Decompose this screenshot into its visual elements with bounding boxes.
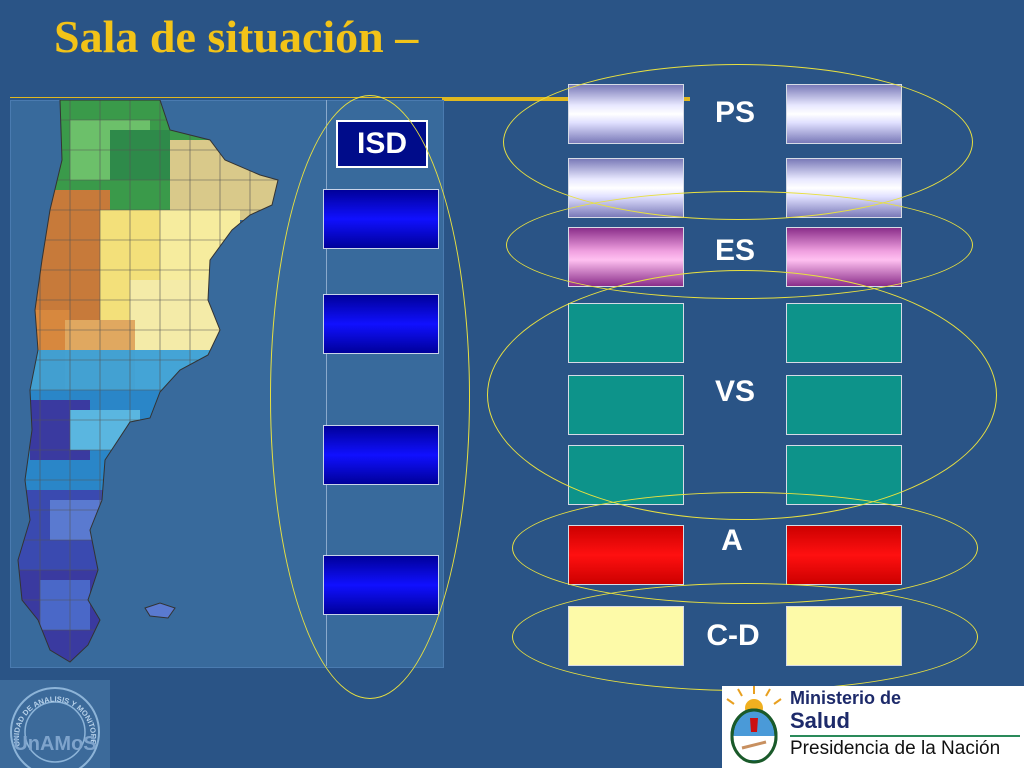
ministry-line-3: Presidencia de la Nación [790, 738, 1001, 759]
ministry-line-1: Ministerio de [790, 688, 902, 708]
argentina-map-icon [17, 100, 279, 663]
unamos-logo: UNIDAD DE ANALISIS Y MONITOREO DE LA SAL… [0, 680, 110, 768]
ministry-separator [790, 735, 1020, 737]
unamos-text: UnAMoS [13, 733, 96, 755]
unamos-seal-icon: UNIDAD DE ANALISIS Y MONITOREO DE LA SAL… [0, 680, 100, 768]
vs-ellipse [487, 270, 997, 520]
ministry-line-2: Salud [790, 708, 850, 733]
isd-ellipse [270, 95, 470, 699]
slide-title: Sala de situación – [54, 11, 419, 62]
argentina-coat-of-arms-icon [726, 686, 782, 764]
cd-ellipse [512, 583, 978, 691]
ministry-logo: Ministerio de Salud Presidencia de la Na… [722, 686, 1024, 768]
title-underline [10, 97, 690, 98]
